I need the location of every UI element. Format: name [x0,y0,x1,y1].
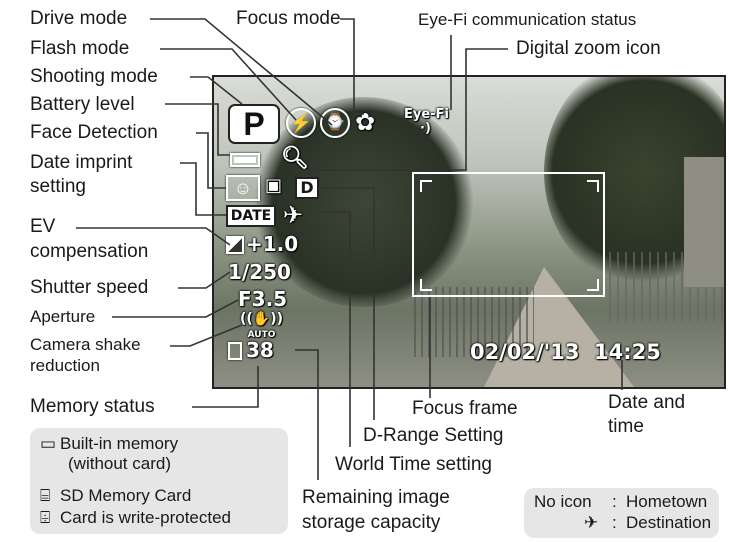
mode-letter: P [243,106,265,142]
sd-card-legend-icon: ⌸ [40,486,51,505]
memory-legend-box: ▭ Built-in memory (without card) ⌸ SD Me… [30,428,288,534]
shake-auto: AUTO [247,330,276,340]
builtin-memory-label: Built-in memory [60,434,179,453]
label-remaining-2: storage capacity [302,512,441,533]
airplane-icon: ✈ [283,201,304,229]
label-aperture: Aperture [30,307,96,326]
eyefi-icon: Eye-Fi·) [404,107,449,136]
sd-card-icon [228,342,242,360]
label-face-detection: Face Detection [30,122,158,143]
drange-badge: D [295,177,319,199]
aperture-value: F3.5 [238,287,288,311]
focus-frame-corner-bl [420,279,432,291]
date-imprint-badge: DATE [226,205,276,227]
flash-off-icon: ⚡ [286,108,316,138]
label-eyefi-status: Eye-Fi communication status [418,10,637,29]
face-sub-icon: ▣ [265,175,283,196]
hometown-label: Hometown [626,492,708,511]
label-ev: EV [30,216,56,237]
label-drange: D-Range Setting [363,425,504,446]
ev-value: +1.0 [246,232,299,256]
sd-card-label: SD Memory Card [60,486,192,505]
label-flash-mode: Flash mode [30,38,130,59]
label-digital-zoom: Digital zoom icon [516,38,661,59]
focus-frame-corner-tr [587,180,599,192]
dest-sep: : [612,513,617,532]
remaining-count: 38 [246,338,274,362]
digital-zoom-icon: 🔍︎ [281,146,309,171]
write-protected-icon: ⌹ [40,508,51,527]
focus-frame [412,172,605,297]
label-date-imprint: Date imprint [30,152,133,173]
label-shooting-mode: Shooting mode [30,66,158,87]
focus-frame-corner-br [587,279,599,291]
fence [414,287,534,357]
label-focus-frame: Focus frame [412,398,518,419]
label-date-time-2: time [608,416,644,437]
ev-icon [226,236,244,254]
label-shutter-speed: Shutter speed [30,277,149,298]
label-camera-shake: Camera shake [30,335,141,354]
label-date-time: Date and [608,392,686,413]
label-drive-mode: Drive mode [30,8,128,29]
label-world-time: World Time setting [335,454,492,475]
label-remaining: Remaining image [302,487,450,508]
date-time-display: 02/02/'13 14:25 [470,340,661,364]
label-battery-level: Battery level [30,94,135,115]
face-detection-icon: ☺ [226,175,260,201]
label-camera-shake-2: reduction [30,356,100,375]
self-timer-icon: ⌚ [320,108,350,138]
write-protected-label: Card is write-protected [60,508,232,527]
label-date-imprint-2: setting [30,176,86,197]
shooting-mode-p-icon: P [228,104,280,144]
airplane-legend-icon: ✈ [584,513,599,532]
label-memory-status: Memory status [30,396,155,417]
no-icon-sep: : [612,492,617,511]
label-ev-2: compensation [30,241,149,262]
eyefi-text: Eye-Fi [404,107,449,122]
builtin-memory-sub: (without card) [68,454,171,473]
house [684,157,724,287]
shutter-value: 1/250 [228,260,291,284]
camera-shake-icon: ((✋))AUTO [240,311,284,340]
world-time-legend-box: No icon : Hometown ✈ : Destination [524,488,719,538]
focus-frame-corner-tl [420,180,432,192]
builtin-memory-icon: ▭ [40,434,57,453]
destination-label: Destination [626,513,712,532]
label-focus-mode: Focus mode [236,8,341,29]
battery-icon [230,153,260,167]
no-icon-key: No icon [534,492,592,511]
macro-flower-icon: ✿ [355,108,376,136]
